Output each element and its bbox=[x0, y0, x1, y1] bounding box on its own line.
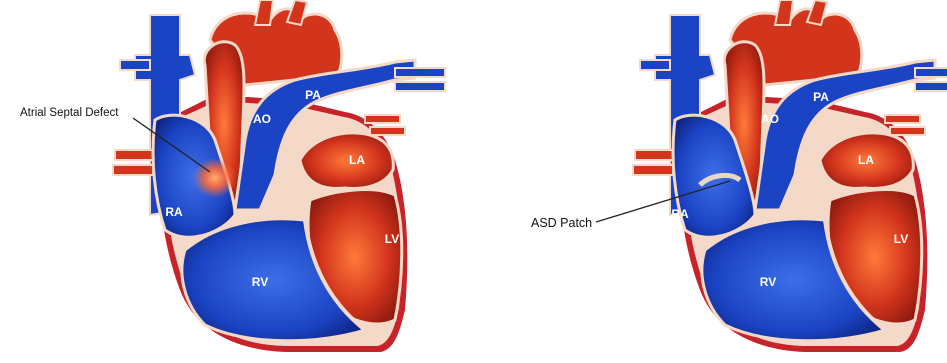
label-pa-right: PA bbox=[813, 90, 829, 104]
label-pa-left: PA bbox=[305, 88, 321, 102]
heart-after bbox=[633, 0, 947, 352]
label-la-left: LA bbox=[349, 153, 365, 167]
label-lv-right: LV bbox=[894, 232, 908, 246]
label-rv-left: RV bbox=[252, 275, 268, 289]
label-rv-right: RV bbox=[760, 275, 776, 289]
label-la-right: LA bbox=[858, 153, 874, 167]
heart-before bbox=[113, 0, 445, 352]
label-ra-left: RA bbox=[165, 205, 182, 219]
atrial-septal-defect-label: Atrial Septal Defect bbox=[20, 107, 118, 119]
asd-patch-label: ASD Patch bbox=[531, 216, 592, 230]
label-lv-left: LV bbox=[385, 232, 399, 246]
label-ao-left: AO bbox=[253, 112, 271, 126]
label-ra-right: RA bbox=[671, 207, 688, 221]
label-ao-right: AO bbox=[761, 112, 779, 126]
